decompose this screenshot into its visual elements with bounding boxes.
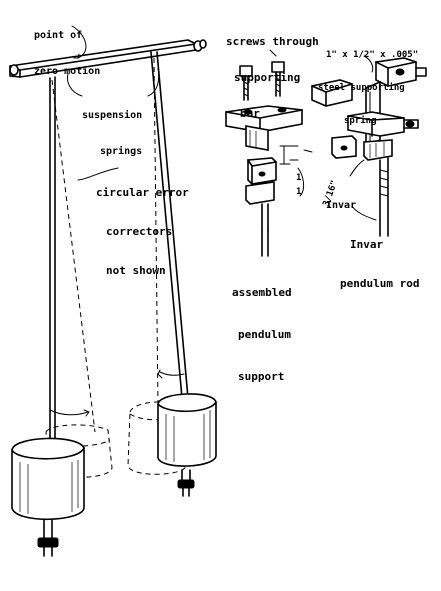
- label-zero-motion: point of zero motion: [34, 30, 101, 77]
- label-invar-rod: Invar pendulum rod: [340, 238, 420, 290]
- dimension-1b: 1: [296, 187, 302, 197]
- springs-pointer: [67, 73, 83, 97]
- zero-motion-pointer: [71, 25, 87, 59]
- label-assembled-support: assembled pendulum support: [232, 286, 292, 383]
- label-suspension-springs: suspension springs: [82, 110, 143, 157]
- supporting-bar: [9, 39, 207, 78]
- label-steel-spring: 1" x 1/2" x .005" steel supporting sprin…: [318, 50, 419, 126]
- label-screws: screws through supporting bar: [226, 35, 319, 120]
- label-invar: Invar: [326, 200, 357, 211]
- exploded-support-right: [269, 49, 427, 237]
- right-pendulum: [127, 51, 217, 497]
- label-circular-error: circular error correctors not shown: [96, 186, 189, 277]
- left-pendulum: [11, 76, 113, 557]
- exploded-support: [225, 61, 313, 257]
- dimension-1: 1: [296, 173, 302, 183]
